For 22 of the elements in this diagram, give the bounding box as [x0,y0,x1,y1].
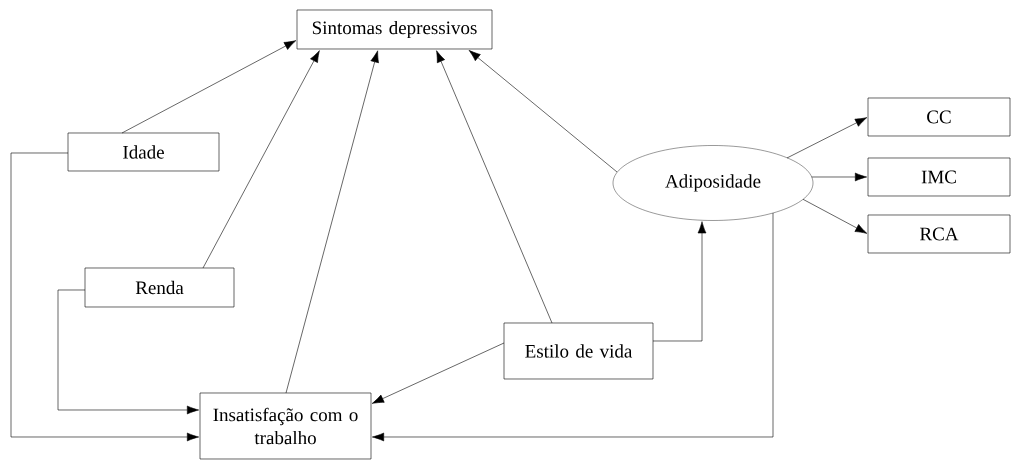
arrow [468,50,618,173]
arrow [371,342,505,404]
arrow [436,50,553,324]
arrow [121,40,297,134]
variable-box: Estilo de vida [503,322,654,380]
arrow [285,50,379,394]
arrow [786,117,868,159]
variable-box: Idade [67,132,220,172]
variable-box: RCA [867,214,1011,254]
ellipse-node: Adiposidade [612,145,814,221]
arrow [57,289,199,415]
variable-box: IMC [867,157,1011,197]
arrow [652,221,707,342]
arrow [372,212,774,442]
variable-box: Renda [84,267,235,308]
arrow [202,50,320,269]
variable-box: Insatisfação com o trabalho [199,392,372,460]
arrow [802,199,868,234]
variable-box: CC [867,97,1011,137]
arrow [10,152,199,442]
arrow [811,172,867,182]
variable-box: Sintomas depressivos [296,9,493,50]
